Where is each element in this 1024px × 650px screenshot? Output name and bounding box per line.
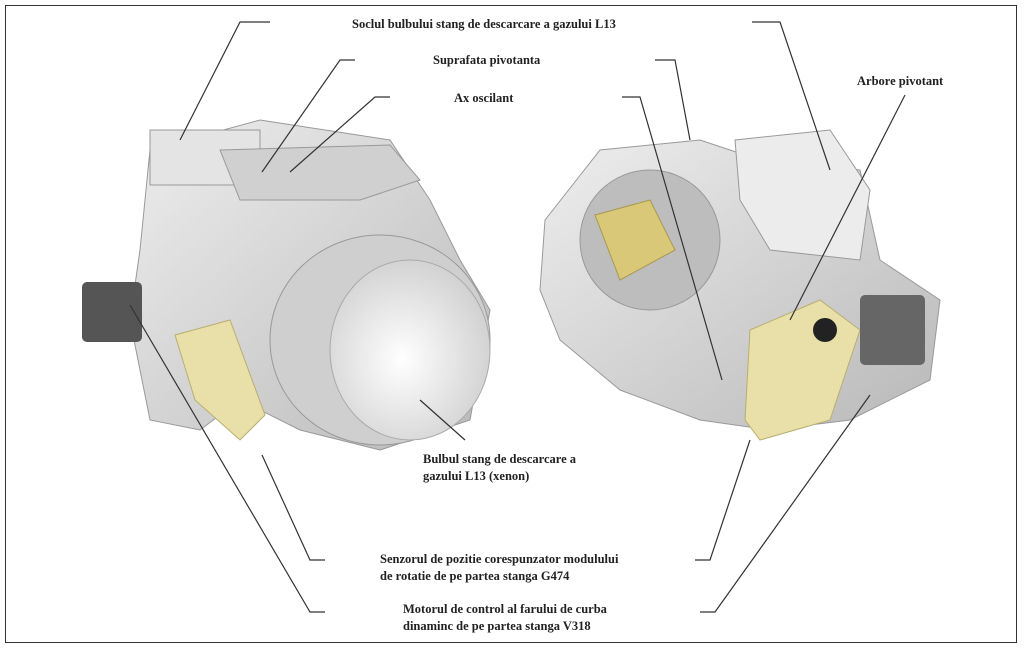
label-position-sensor-line2: de rotatie de pe partea stanga G474 xyxy=(380,569,570,583)
label-xenon-bulb-line1: Bulbul stang de descarcare a xyxy=(423,452,577,466)
label-pivot-surface: Suprafata pivotanta xyxy=(433,53,541,67)
pivot-shaft-knob xyxy=(813,318,837,342)
label-position-sensor-line1: Senzorul de pozitie corespunzator modulu… xyxy=(380,552,619,566)
position-sensor-arm xyxy=(174,319,266,441)
label-control-motor: Motorul de control al farului de curba d… xyxy=(403,601,607,635)
right-headlamp-unit xyxy=(539,129,941,441)
label-xenon-bulb-line2: gazului L13 (xenon) xyxy=(423,469,530,483)
label-xenon-bulb: Bulbul stang de descarcare a gazului L13… xyxy=(423,451,576,485)
motor-connector xyxy=(82,282,142,342)
label-bulb-socket: Soclul bulbului stang de descarcare a ga… xyxy=(352,17,616,31)
yellow-bulb-part xyxy=(594,199,676,281)
diagram-frame xyxy=(5,5,1017,643)
bulb-socket-housing xyxy=(734,129,871,261)
projector-lens xyxy=(329,259,491,441)
label-control-motor-line2: dinaminc de pe partea stanga V318 xyxy=(403,619,591,633)
label-oscillating-axis: Ax oscilant xyxy=(454,91,514,105)
left-headlamp-unit xyxy=(82,119,491,451)
label-control-motor-line1: Motorul de control al farului de curba xyxy=(403,602,607,616)
leader-lines xyxy=(129,21,906,613)
label-pivot-shaft: Arbore pivotant xyxy=(857,74,944,88)
motor-connector-right xyxy=(860,295,925,365)
label-position-sensor: Senzorul de pozitie corespunzator modulu… xyxy=(380,551,618,585)
